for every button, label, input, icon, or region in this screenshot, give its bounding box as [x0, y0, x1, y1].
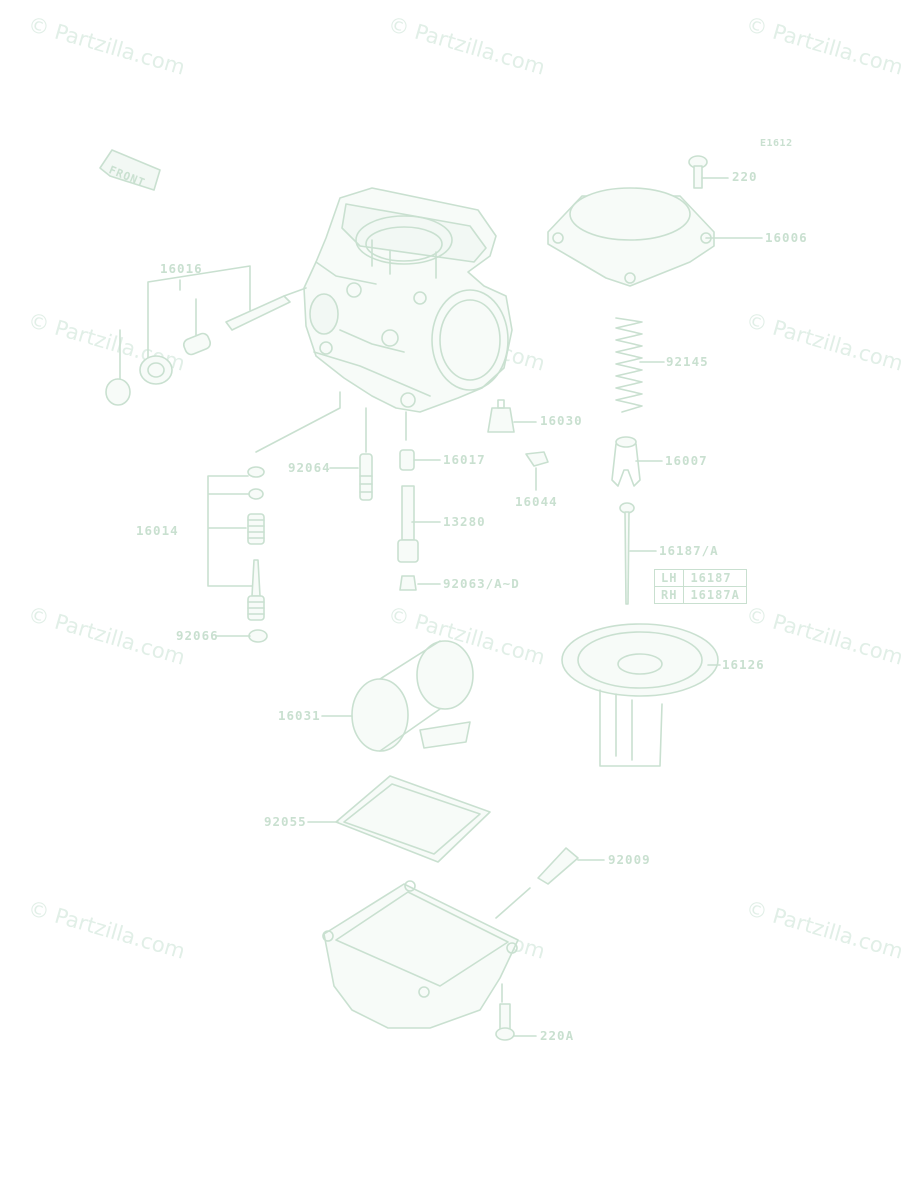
top-cover	[547, 187, 715, 287]
needle-holder	[611, 436, 641, 487]
main-jet-assembly	[247, 466, 268, 643]
pilot-screw-assembly	[105, 287, 307, 406]
part-label-16017[interactable]: 16017	[443, 452, 486, 467]
side-cell: RH	[653, 586, 685, 604]
top-screw	[688, 155, 708, 189]
part-label-13280[interactable]: 13280	[443, 514, 486, 529]
part-label-16044[interactable]: 16044	[515, 494, 558, 509]
part-label-92064[interactable]: 92064	[288, 460, 331, 475]
part-label-16007[interactable]: 16007	[665, 453, 708, 468]
part-label-16006[interactable]: 16006	[765, 230, 808, 245]
part-label-92063[interactable]: 92063/A~D	[443, 576, 520, 591]
float-bowl-gasket	[335, 775, 491, 863]
front-arrow-icon	[99, 149, 161, 191]
part-label-92145[interactable]: 92145	[666, 354, 709, 369]
part-label-16126[interactable]: 16126	[722, 657, 765, 672]
part-label-16016[interactable]: 16016	[160, 261, 203, 276]
part-label-92066[interactable]: 92066	[176, 628, 219, 643]
diaphragm	[561, 623, 719, 767]
part-label-16031[interactable]: 16031	[278, 708, 321, 723]
bowl-screw	[495, 983, 515, 1041]
float-bowl	[322, 880, 519, 1029]
spring	[615, 317, 643, 413]
part-label-16014[interactable]: 16014	[136, 523, 179, 538]
part-label-92055[interactable]: 92055	[264, 814, 307, 829]
side-cell: LH	[653, 569, 685, 587]
part-cell[interactable]: 16187A	[683, 586, 747, 604]
part-label-92009[interactable]: 92009	[608, 852, 651, 867]
side-variant-table: LH 16187 RH 16187A	[653, 569, 747, 604]
part-cell[interactable]: 16187	[683, 569, 747, 587]
table-row: LH 16187	[653, 569, 747, 587]
part-label-220[interactable]: 220	[732, 169, 758, 184]
carburetor-body	[303, 187, 513, 413]
drain-screw	[495, 847, 579, 919]
table-row: RH 16187A	[653, 586, 747, 604]
jet-needle	[619, 502, 635, 605]
diagram-code: E1612	[760, 138, 793, 149]
part-label-16030[interactable]: 16030	[540, 413, 583, 428]
part-label-16187[interactable]: 16187/A	[659, 543, 719, 558]
intake-duct	[351, 640, 474, 752]
part-label-220A[interactable]: 220A	[540, 1028, 575, 1043]
